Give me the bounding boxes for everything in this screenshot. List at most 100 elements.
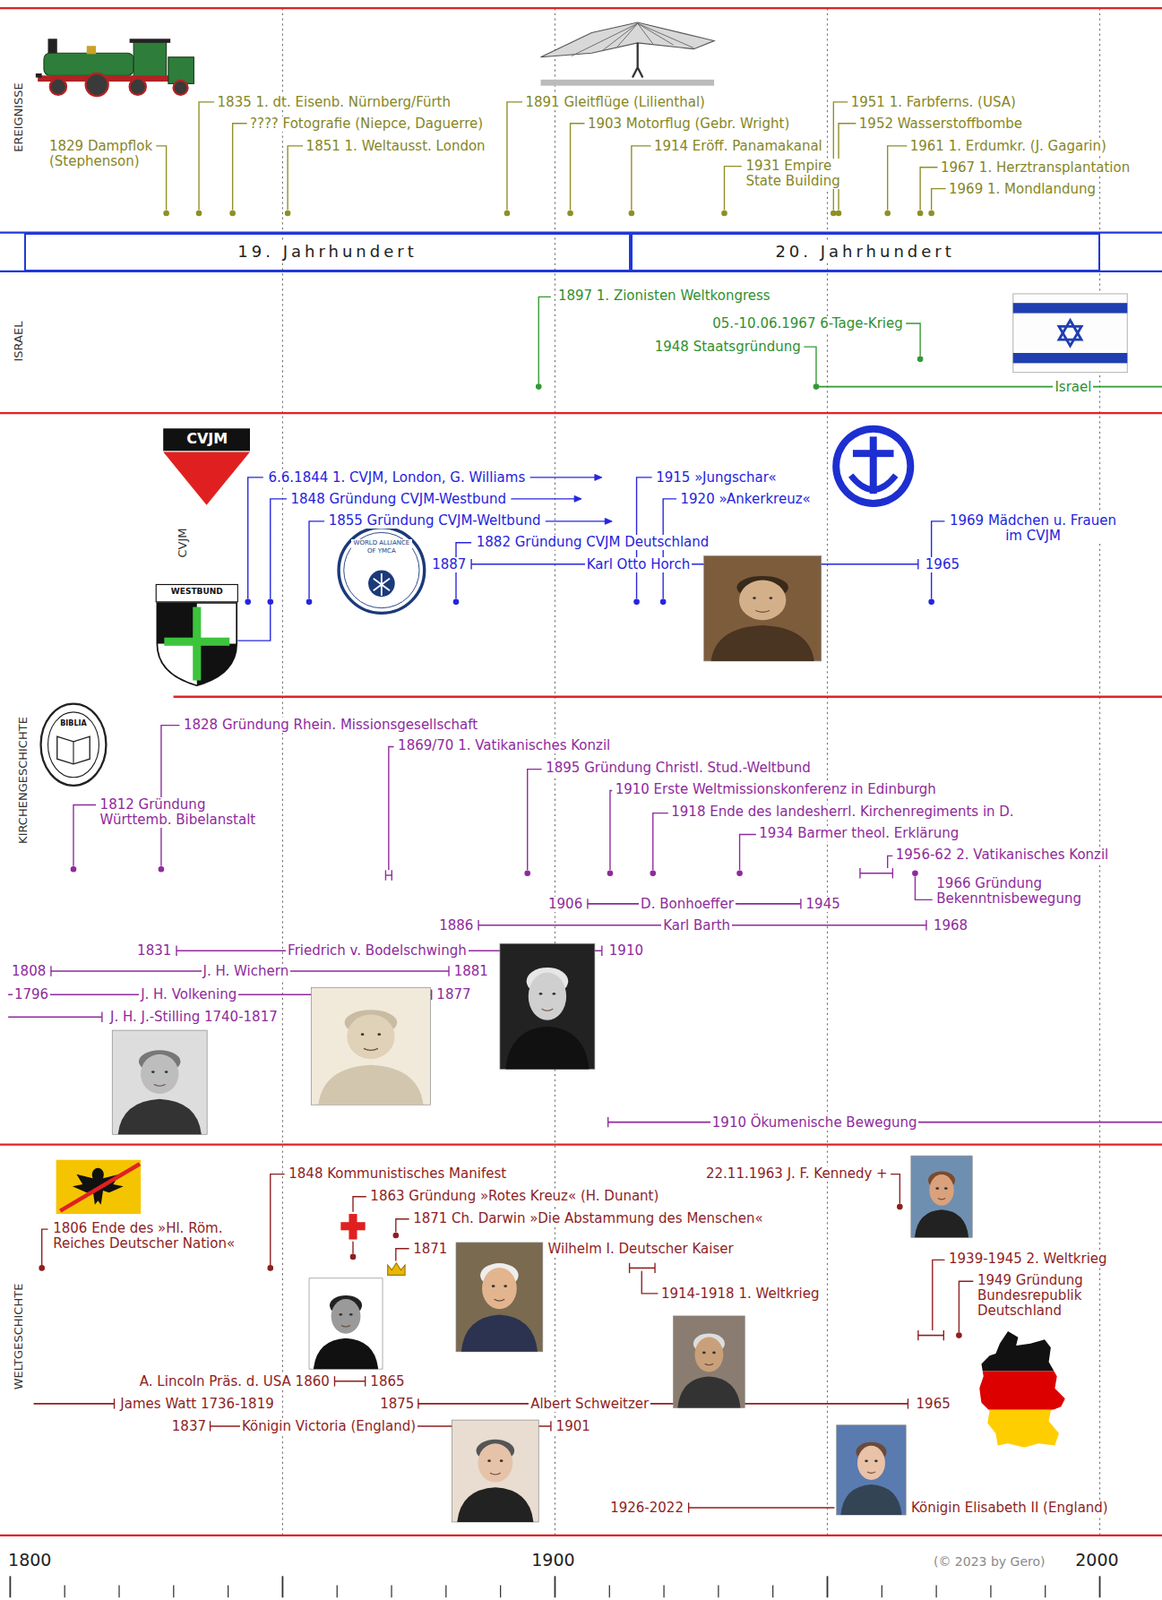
event-dot (929, 599, 934, 604)
bar-tick (925, 920, 927, 930)
event-dot (284, 210, 290, 216)
axis-tick (1044, 1585, 1046, 1599)
leader-line (352, 1196, 367, 1213)
picture-part (163, 428, 250, 451)
picture-part (155, 584, 238, 602)
israel-label: 1948 Staatsgründung (653, 339, 803, 355)
picture-part (129, 38, 172, 44)
picture-part (711, 625, 815, 662)
picture-part (43, 52, 134, 76)
arrow-head (574, 495, 582, 502)
event-dot (568, 210, 573, 216)
leader-line (309, 521, 325, 600)
event-dot (929, 210, 934, 216)
bar-tick (364, 1376, 366, 1386)
picture-part (482, 1267, 517, 1309)
event-dot (245, 599, 250, 604)
picture-part (313, 1338, 379, 1369)
event-label: 1969 1. Mondlandung (946, 181, 1098, 198)
picture-part (499, 1459, 504, 1463)
bar-tick (607, 1117, 609, 1128)
century-title: 19. Jahrhundert (233, 241, 421, 262)
bar-tick (907, 1398, 909, 1409)
lifespan-bar (334, 1380, 365, 1383)
arrow-head (594, 474, 603, 482)
axis-tick (445, 1585, 447, 1599)
church-label: J. H. Volkening (138, 987, 239, 1003)
picture-part (867, 1471, 876, 1474)
lifespan-bar (8, 1016, 103, 1019)
section-title: ISRAEL (11, 319, 26, 364)
bar-tick (688, 1502, 689, 1513)
picture-part (456, 1487, 534, 1523)
church-label: 1910 (607, 943, 646, 959)
leader-line (887, 146, 908, 211)
axis-tick (826, 1575, 829, 1598)
leader-line (287, 146, 303, 211)
event-dot (956, 1333, 962, 1338)
event-dot (504, 210, 509, 216)
picture-part (451, 1420, 539, 1523)
picture-part (361, 1032, 365, 1036)
axis-tick (554, 1575, 557, 1598)
event-dot (628, 210, 634, 216)
picture-part (705, 1363, 715, 1366)
event-dot (917, 210, 922, 216)
leader-line (395, 1248, 410, 1262)
picture-part (154, 1084, 166, 1087)
event-label: 1931 Empire State Building (743, 158, 844, 190)
picture-part (832, 425, 914, 508)
event-label: 1961 1. Erdumkr. (J. Gagarin) (908, 138, 1109, 155)
section-rule (0, 1534, 1162, 1537)
picture-part (673, 1316, 746, 1408)
event-label: 1829 Dampflok (Stephenson) (47, 138, 156, 170)
leader-line (42, 1229, 49, 1266)
picture-part (869, 436, 878, 494)
picture-part (935, 1187, 939, 1190)
flag-picture (1013, 293, 1128, 373)
event-dot (453, 599, 458, 604)
picture-part (911, 1155, 973, 1238)
picture-part (60, 1163, 140, 1211)
world-label: 1871 Ch. Darwin »Die Abstammung des Mens… (411, 1211, 765, 1227)
leader-line (270, 1174, 285, 1266)
israel-label: 1897 1. Zionisten Weltkongress (556, 288, 773, 304)
israel-label: 05.-10.06.1967 6-Tage-Krieg (710, 316, 904, 332)
event-dot (722, 210, 727, 216)
axis-tick (8, 1575, 11, 1598)
picture-part (552, 992, 557, 996)
portrait-picture (673, 1316, 746, 1408)
portrait-picture (911, 1155, 973, 1238)
picture-part (56, 1160, 142, 1214)
event-dot (660, 599, 665, 604)
map-picture (977, 1331, 1069, 1451)
leader-line (248, 477, 264, 600)
picture-part (341, 1325, 351, 1328)
cvjm-label: 1848 Gründung CVJM-Westbund (289, 491, 508, 508)
picture-part (48, 38, 58, 54)
glider-picture (541, 22, 715, 87)
picture-part (377, 1032, 381, 1036)
picture-part (41, 704, 107, 786)
portrait-picture (111, 1030, 207, 1135)
church-label: J. H. J.-Stilling 1740-1817 (108, 1009, 280, 1025)
logo-text: WORLD ALLIANCE OF YMCA (351, 539, 413, 556)
logo-text: WESTBUND (169, 586, 225, 597)
lifespan-bar (471, 563, 919, 566)
cvjm-label: 1915 »Jungschar« (654, 470, 778, 486)
picture-part (133, 41, 166, 78)
leader-line (740, 834, 757, 870)
picture-part (494, 1299, 506, 1301)
bar-tick (654, 1263, 655, 1274)
picture-part (694, 1337, 724, 1373)
picture-part (338, 527, 425, 614)
section-rule (0, 7, 1162, 9)
bar-tick (209, 1420, 211, 1431)
leader-line (890, 1174, 900, 1205)
world-label: 1865 (368, 1374, 406, 1390)
grid-line (282, 8, 284, 1536)
cvjm-label: Karl Otto Horch (585, 557, 692, 573)
church-label: 1881 (452, 964, 491, 980)
lifespan-bar (418, 1403, 909, 1405)
world-label: 1939-1945 2. Weltkrieg (946, 1251, 1110, 1267)
